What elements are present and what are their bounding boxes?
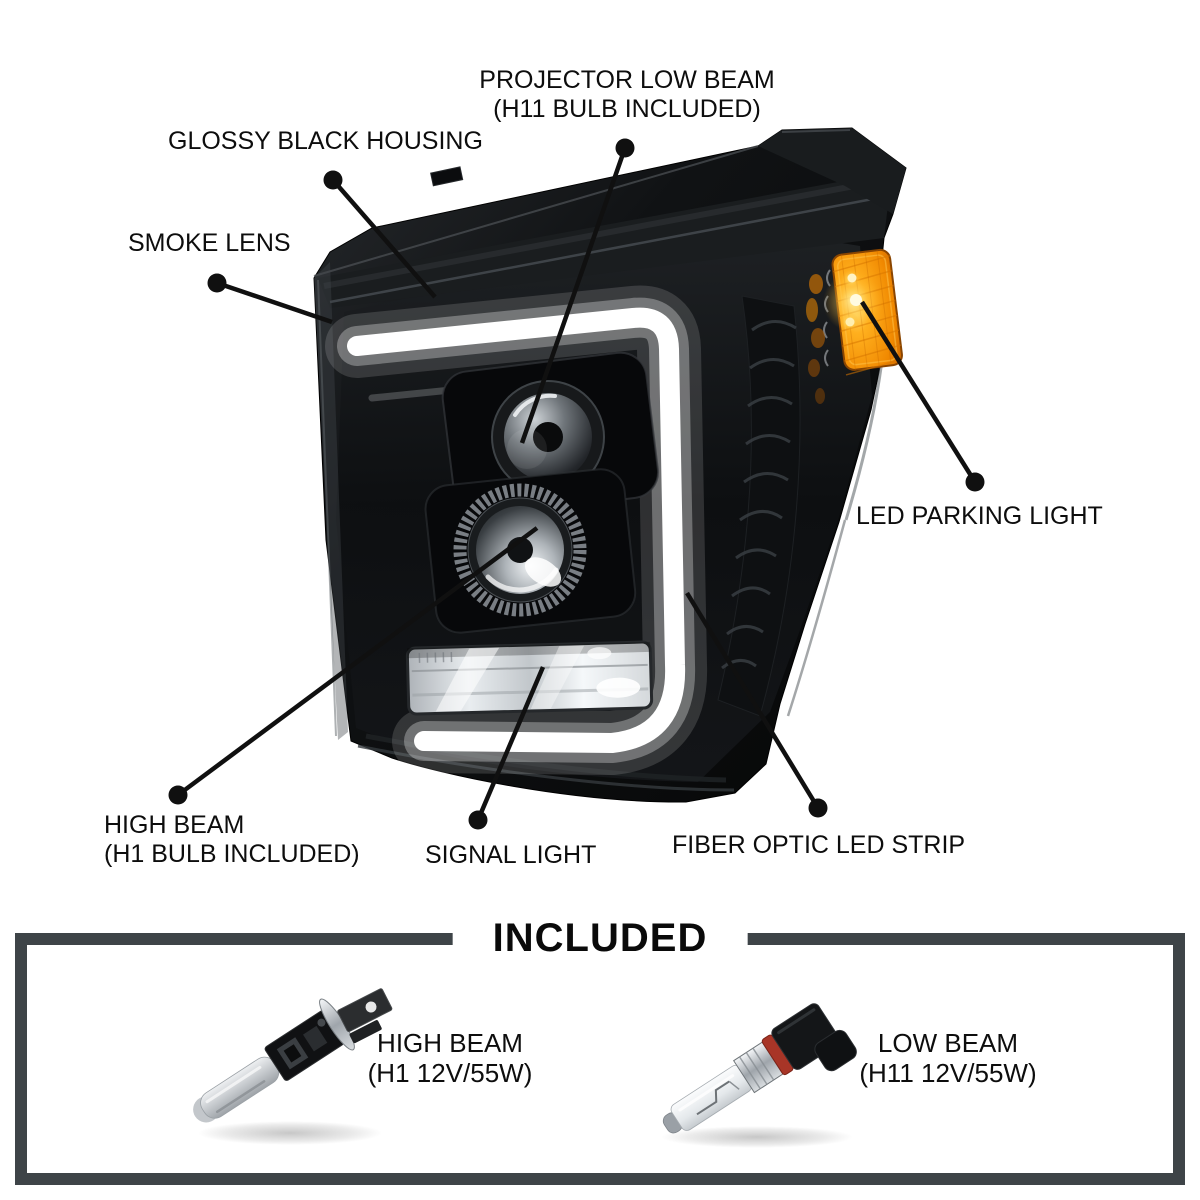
callout-line-led-parking-light: [860, 300, 977, 484]
h1-bulb-image: [193, 988, 393, 1145]
included-box: [15, 933, 1185, 1185]
callout-dot-smoke-lens: [207, 273, 227, 293]
h11-bulb-shadow: [661, 1126, 853, 1148]
label-low-beam-bulb: LOW BEAM (H11 12V/55W): [859, 1028, 1036, 1088]
label-line: FIBER OPTIC LED STRIP: [672, 831, 966, 859]
callout-dot-fiber-optic-led-strip: [808, 798, 828, 818]
label-led-parking-light: LED PARKING LIGHT: [856, 502, 1103, 531]
label-line: (H1 12V/55W): [367, 1058, 533, 1088]
label-fiber-optic-led-strip: FIBER OPTIC LED STRIP: [672, 831, 965, 860]
label-high-beam-bulb: HIGH BEAM (H1 12V/55W): [368, 1028, 533, 1088]
label-smoke-lens: SMOKE LENS: [128, 229, 291, 258]
high-beam-projector: [424, 468, 637, 634]
label-line: (H11 BULB INCLUDED): [493, 95, 761, 123]
label-line: SIGNAL LIGHT: [425, 841, 597, 869]
label-line: LED PARKING LIGHT: [856, 502, 1103, 530]
included-title: INCLUDED: [452, 914, 748, 962]
label-signal-light: SIGNAL LIGHT: [425, 841, 596, 870]
label-high-beam: HIGH BEAM (H1 BULB INCLUDED): [104, 811, 360, 869]
h11-bulb-image: [661, 1003, 857, 1148]
callout-dot-high-beam: [168, 785, 188, 805]
callout-line-fiber-optic-led-strip: [685, 591, 820, 810]
callout-dot-led-parking-light: [965, 472, 985, 492]
callout-line-high-beam: [176, 526, 539, 797]
label-line: HIGH BEAM: [377, 1028, 523, 1058]
callout-line-smoke-lens: [216, 280, 333, 325]
label-line: HIGH BEAM: [104, 811, 245, 839]
callout-line-projector-low-beam: [519, 147, 628, 444]
h1-bulb-shadow: [198, 1121, 382, 1145]
label-line: (H11 12V/55W): [859, 1058, 1037, 1088]
callout-line-signal-light: [475, 666, 546, 821]
label-projector-low-beam: PROJECTOR LOW BEAM (H11 BULB INCLUDED): [479, 66, 774, 124]
callout-dot-signal-light: [468, 810, 488, 830]
label-line: (H1 BULB INCLUDED): [104, 840, 360, 868]
label-line: GLOSSY BLACK HOUSING: [168, 127, 483, 155]
signal-light-lens: [405, 640, 654, 716]
callout-dot-projector-low-beam: [615, 138, 635, 158]
label-line: PROJECTOR LOW BEAM: [479, 66, 775, 94]
callout-lines: [168, 138, 985, 830]
callout-dot-glossy-black-housing: [323, 170, 343, 190]
label-line: LOW BEAM: [877, 1028, 1019, 1058]
label-line: SMOKE LENS: [128, 229, 291, 257]
callout-line-glossy-black-housing: [331, 178, 437, 299]
label-glossy-black-housing: GLOSSY BLACK HOUSING: [168, 127, 483, 156]
